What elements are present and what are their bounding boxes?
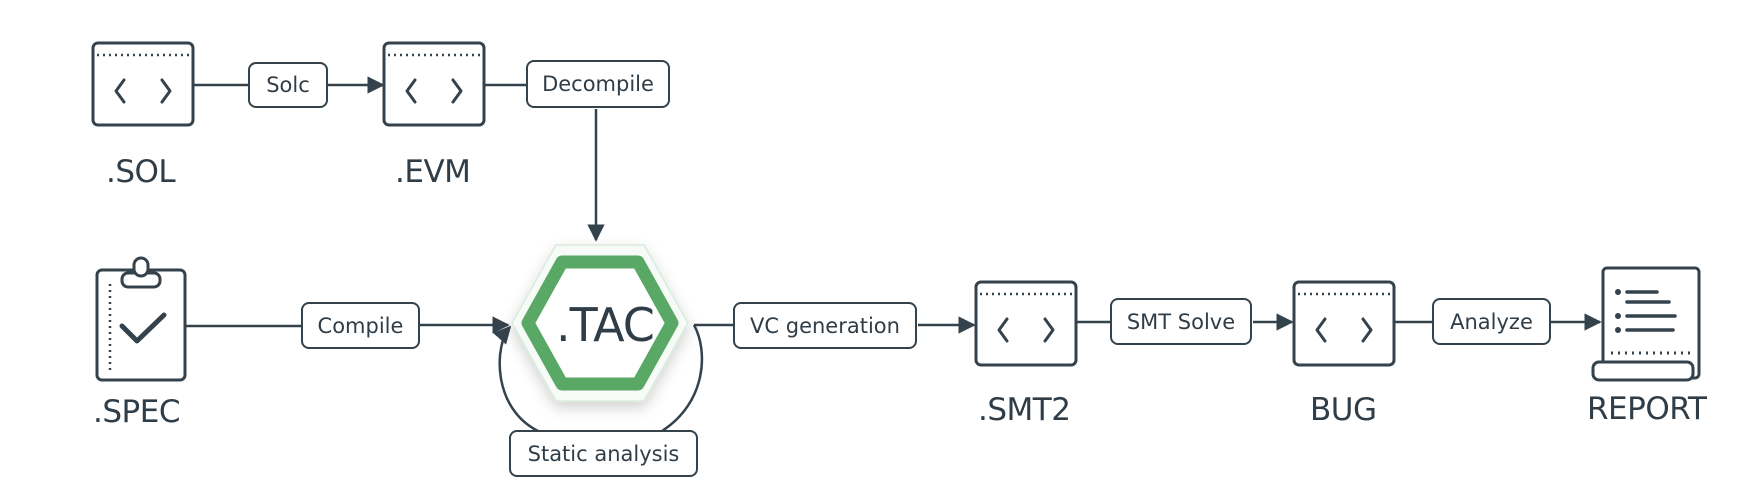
file-label-spec: .SPEC (93, 394, 180, 430)
report-document-icon (1591, 266, 1701, 382)
file-label-sol: .SOL (106, 154, 176, 190)
step-static-analysis: Static analysis (509, 430, 698, 477)
file-label-bug: BUG (1310, 392, 1377, 428)
file-label-report: REPORT (1587, 391, 1707, 427)
file-label-evm: .EVM (395, 154, 471, 190)
static-analysis-loop-right (661, 324, 704, 433)
step-compile: Compile (301, 302, 420, 349)
tac-label: .TAC (556, 298, 655, 352)
step-vc-generation: VC generation (733, 302, 917, 349)
code-file-icon (91, 41, 195, 127)
step-decompile: Decompile (526, 60, 670, 108)
code-file-icon (1292, 280, 1396, 367)
step-solc: Solc (248, 62, 328, 108)
step-smt-solve: SMT Solve (1110, 298, 1252, 345)
tac-hexagon (511, 244, 689, 402)
step-analyze: Analyze (1432, 298, 1551, 345)
clipboard-check-icon (95, 256, 187, 382)
file-label-smt2: .SMT2 (978, 392, 1071, 428)
code-file-icon (382, 41, 486, 127)
code-file-icon (974, 280, 1078, 367)
static-analysis-loop (493, 325, 539, 433)
